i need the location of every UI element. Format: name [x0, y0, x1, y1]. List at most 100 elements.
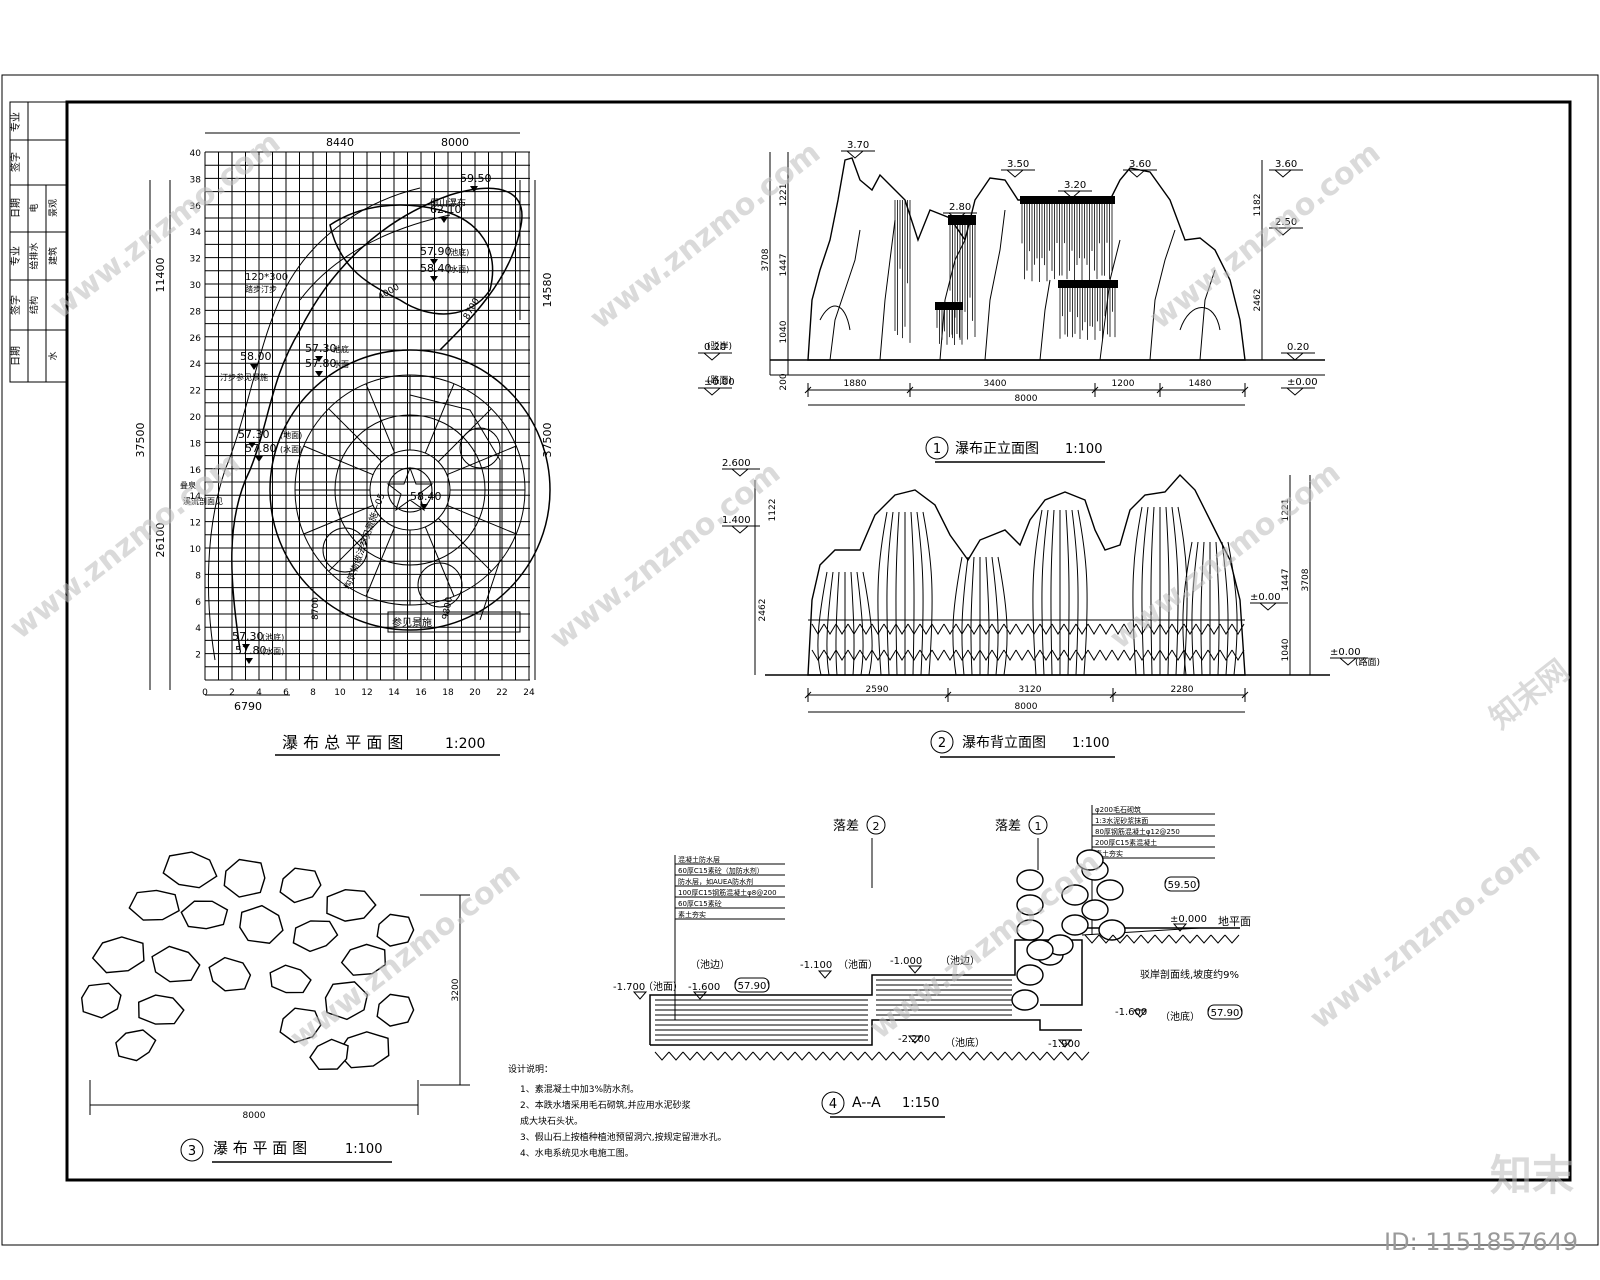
tb-cell-10: 建筑: [47, 247, 59, 265]
level-value: 58.00: [240, 350, 272, 363]
section-label-2: （池面）: [838, 958, 878, 971]
stream-curve: [299, 214, 451, 301]
hatch-zig: [943, 623, 957, 635]
rock-contour: [922, 511, 933, 676]
level-value: 62.10: [430, 203, 462, 216]
level-triangle: [470, 186, 478, 192]
fall-lip-1: [948, 215, 976, 225]
earth-hatch: [1098, 934, 1114, 944]
y-tick-label: 26: [190, 334, 202, 344]
rock-contour: [817, 571, 828, 676]
rock-contour: [910, 511, 915, 676]
dim-slash: [1156, 386, 1164, 394]
level-triangle: [907, 1035, 923, 1044]
level-triangle: [692, 991, 708, 1000]
dim-left-1: 37500: [134, 423, 147, 458]
dim-slash: [804, 386, 812, 394]
drop-no-2: 2: [873, 820, 880, 833]
hatch-zig: [1063, 623, 1077, 635]
level-value: 1.400: [722, 515, 751, 526]
hatch-zig: [1183, 649, 1197, 661]
x-tick-label: 12: [361, 688, 372, 698]
plan-view-number: 3: [188, 1144, 196, 1159]
stone: [376, 913, 415, 947]
title-block: 专业 签字 日期 专业 签字 日期 电 给排水 结构 景观 建筑 水: [9, 101, 68, 383]
hatch-zig: [1015, 623, 1029, 635]
hatch-zig: [1135, 649, 1149, 661]
section-earth-hatch: [654, 934, 1240, 1061]
tb-cell-6: 电: [28, 203, 40, 212]
rock-contour: [895, 511, 900, 676]
plan-dim-bottom: 8000: [243, 1111, 266, 1121]
stone: [151, 945, 201, 983]
front-waterfall-hatching: [894, 200, 1116, 345]
x-tick-label: 2: [229, 688, 235, 698]
watermark-site-9: www.znzmo.com: [1303, 835, 1547, 1036]
tb-cell-8: 结构: [28, 296, 40, 314]
level-triangle: [1057, 1039, 1073, 1048]
dim-top-1: 8000: [441, 136, 469, 149]
plaza-small-circle-1: [322, 527, 368, 573]
hatch-zig: [823, 649, 837, 661]
back-dim-total: 8000: [1015, 702, 1038, 712]
stone: [279, 1007, 322, 1044]
watermark-site-1: www.znzmo.com: [43, 125, 287, 326]
rock-contour: [1071, 509, 1079, 676]
watermark-logo: 知末: [1490, 1151, 1574, 1200]
stone: [340, 943, 387, 976]
rock-contour: [862, 571, 873, 676]
section-label-0: （池面）: [643, 980, 683, 993]
level-triangle: [907, 965, 923, 974]
level-value: 3.20: [1064, 180, 1086, 191]
plaza-spoke: [424, 526, 455, 597]
drop-circle-2: [866, 815, 886, 835]
tb-cell-9: 景观: [48, 199, 59, 217]
stone: [279, 867, 322, 904]
level-label: 水面: [333, 359, 349, 369]
masonry-stone: [1061, 914, 1089, 936]
rock-contour: [826, 571, 834, 676]
level-triangle: [430, 276, 438, 282]
level-triangle: [702, 352, 722, 361]
level-label: (地面): [280, 430, 302, 440]
hatch-zig: [835, 649, 849, 661]
earth-hatch: [752, 1051, 768, 1061]
level-value: 2.600: [722, 458, 751, 469]
level-triangle: [315, 371, 323, 377]
y-tick-label: 20: [190, 413, 202, 423]
level-triangle: [632, 991, 648, 1000]
plaza-spoke: [328, 408, 383, 463]
earth-hatch: [1224, 934, 1240, 944]
plan-view-number-circle: [180, 1138, 204, 1162]
section-aa-view: 落差 2 落差 1 混凝土防水层60厚C15素砼（加防水剂）防水层，如AUEA防…: [508, 805, 1251, 1159]
hatch-zig: [1051, 623, 1065, 635]
front-view-number: 1: [933, 442, 941, 457]
hatch-zig: [967, 623, 981, 635]
level-value: 57.80: [305, 357, 337, 370]
dim-right-0: 14580: [541, 273, 554, 308]
back-view-number: 2: [938, 736, 946, 751]
stream-edge: [207, 187, 421, 661]
front-elev-scale: 1:100: [1065, 442, 1102, 457]
hatch-zig: [811, 649, 825, 661]
masonry-stone: [1098, 919, 1126, 941]
layer-text: 素土夯实: [1095, 849, 1123, 858]
stone: [208, 956, 252, 992]
dim-left-0: 11400: [154, 258, 167, 293]
back-dim-right-3: 1040: [1281, 638, 1291, 661]
hatch-zig: [883, 623, 897, 635]
hatch-zig: [1003, 649, 1017, 661]
hatch-zig: [1207, 623, 1221, 635]
hatch-zig: [1039, 649, 1053, 661]
y-tick-label: 6: [195, 598, 201, 608]
plan-scale: 1:100: [345, 1142, 382, 1157]
plaza-spoke: [303, 504, 374, 535]
plaza-spoke: [365, 526, 396, 597]
earth-hatch: [696, 1051, 712, 1061]
earth-hatch: [892, 1051, 908, 1061]
section-layers-right: φ200毛石砌筑1:3水泥砂浆抹面80厚钢筋混凝土φ12@250200厚C15素…: [1092, 805, 1215, 859]
